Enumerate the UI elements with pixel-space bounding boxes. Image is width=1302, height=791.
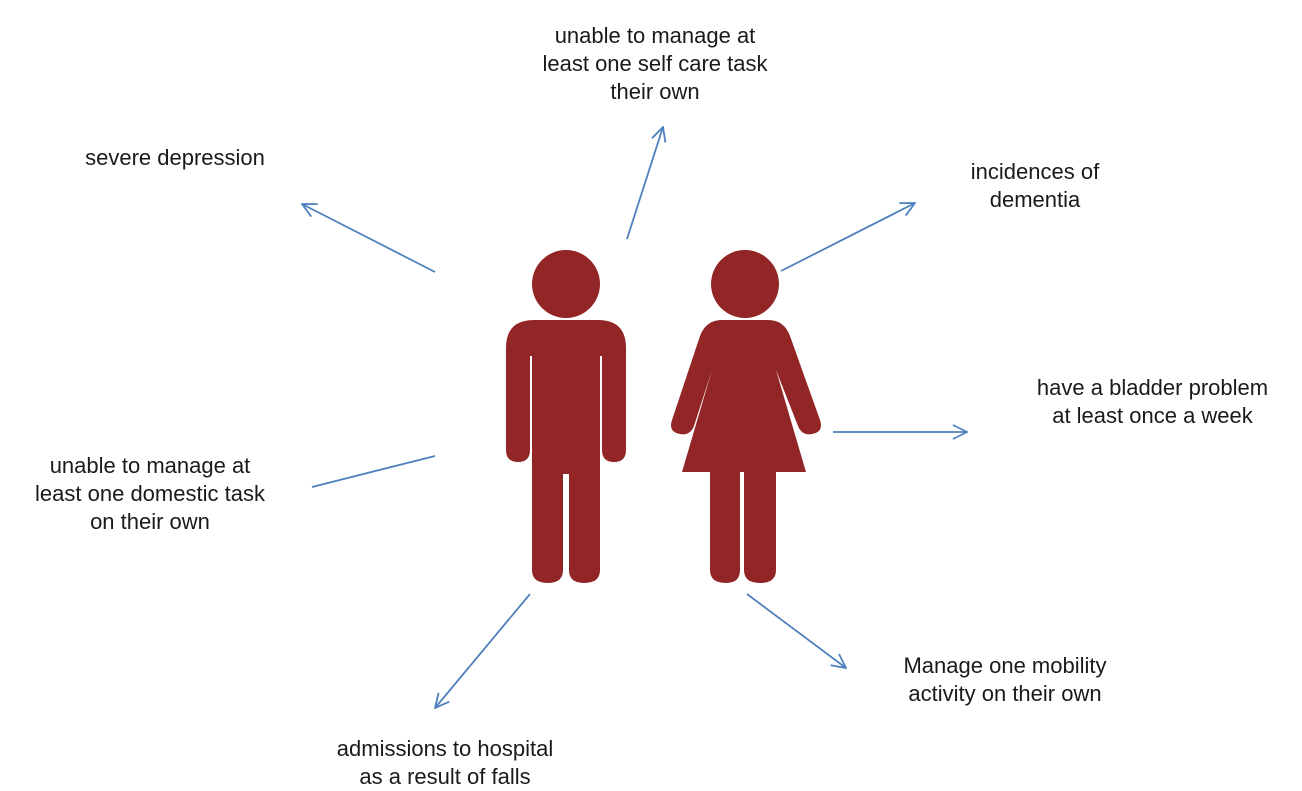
- label-bladder: have a bladder problem at least once a w…: [1036, 375, 1269, 428]
- male-head: [532, 250, 600, 318]
- label-falls: admissions to hospital as a result of fa…: [336, 736, 554, 789]
- arrows: [302, 127, 967, 708]
- label-self-care: unable to manage at least one self care …: [542, 23, 768, 104]
- arrow-mobility: [746, 593, 846, 668]
- arrow-self-care: [626, 127, 663, 240]
- male-figure: [506, 250, 626, 583]
- female-body: [671, 320, 821, 583]
- label-domestic: unable to manage at least one domestic t…: [35, 453, 265, 534]
- label-dementia: incidences of dementia: [970, 159, 1100, 212]
- female-figure: [671, 250, 821, 583]
- label-depression: severe depression: [85, 145, 265, 170]
- label-mobility: Manage one mobility activity on their ow…: [903, 653, 1107, 706]
- arrow-falls: [435, 593, 531, 708]
- arrow-dementia: [780, 203, 915, 272]
- female-head: [711, 250, 779, 318]
- arrow-domestic: [311, 455, 436, 488]
- arrow-depression: [302, 204, 436, 273]
- male-body: [506, 320, 626, 583]
